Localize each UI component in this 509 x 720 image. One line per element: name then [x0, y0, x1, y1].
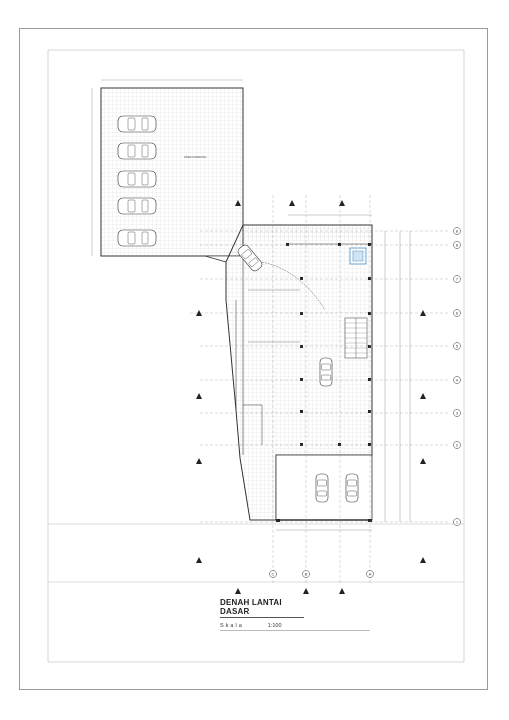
scale-label: Skala	[220, 623, 244, 629]
grid-axis-label: 5	[456, 344, 459, 349]
elevation-marker-icon	[196, 557, 202, 563]
grid-axis-label: A	[369, 572, 372, 577]
grid-axis-label: 3	[456, 411, 459, 416]
elevation-marker-icon	[339, 588, 345, 594]
car-icon	[117, 115, 157, 133]
scale-row: Skala 1:100	[220, 623, 370, 631]
sheet-border	[19, 28, 488, 690]
scale-value: 1:100	[267, 623, 282, 629]
car-icon	[315, 473, 329, 503]
parking-area-label: OPEN PARKING	[184, 155, 207, 159]
elevation-marker-icon	[420, 557, 426, 563]
elevation-marker-icon	[303, 588, 309, 594]
elevation-marker-icon	[289, 200, 295, 206]
elevation-marker-icon	[420, 310, 426, 316]
grid-axis-label: 2	[456, 443, 459, 448]
grid-axis-label: C	[272, 572, 275, 577]
drawing-title: DENAH LANTAI DASAR	[220, 598, 304, 618]
elevation-marker-icon	[235, 200, 241, 206]
elevation-marker-icon	[196, 310, 202, 316]
grid-axis-label: B	[305, 572, 308, 577]
open-parking-area: OPEN PARKING	[91, 79, 244, 257]
drawing-border	[47, 49, 465, 663]
title-block: DENAH LANTAI DASAR Skala 1:100	[220, 598, 380, 631]
grid-axis-label: 1	[456, 520, 459, 525]
grid-axis-label: 4	[456, 378, 459, 383]
grid-axis-label: 8	[456, 243, 459, 248]
elevation-marker-icon	[420, 393, 426, 399]
elevation-marker-icon	[420, 458, 426, 464]
elevation-marker-icon	[339, 200, 345, 206]
car-icon	[117, 170, 157, 188]
grid-axis-label: 6	[456, 311, 459, 316]
building-footprint	[225, 224, 373, 522]
elevation-marker-icon	[196, 458, 202, 464]
stair-icon	[344, 317, 368, 359]
elevation-marker-icon	[235, 588, 241, 594]
grid-axis-label: 8	[456, 229, 459, 234]
lift-shaft	[349, 247, 367, 265]
car-icon	[319, 357, 333, 387]
grid-axis-label: 7	[456, 277, 459, 282]
car-icon	[117, 142, 157, 160]
car-icon	[345, 473, 359, 503]
elevation-marker-icon	[196, 393, 202, 399]
car-icon	[117, 229, 157, 247]
car-icon	[117, 197, 157, 215]
